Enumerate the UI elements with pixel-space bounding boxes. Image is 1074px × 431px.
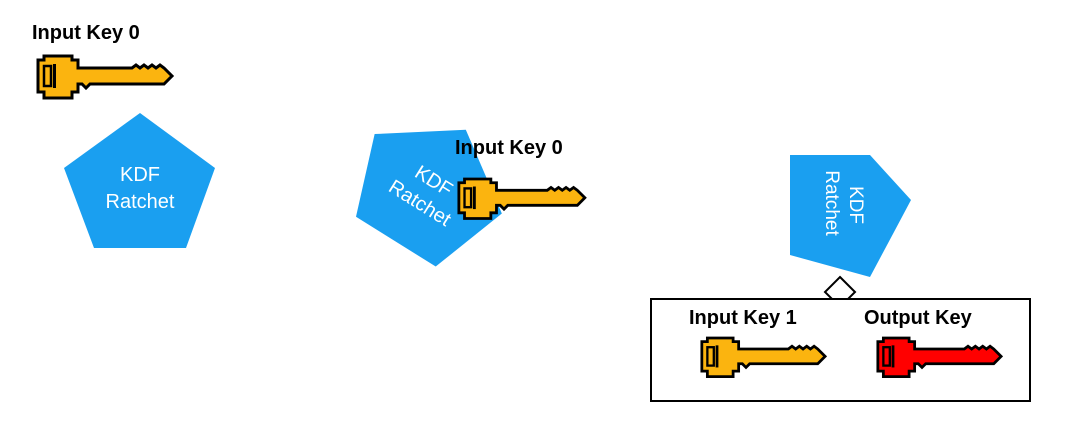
stage2-input-key-icon: [457, 177, 587, 220]
stage1-ratchet-pentagon: KDF Ratchet: [64, 113, 215, 248]
stage1-input-key-label: Input Key 0: [32, 22, 140, 44]
stage2-input-key-label: Input Key 0: [455, 137, 563, 159]
stage1-ratchet-label-line2: Ratchet: [106, 191, 175, 213]
stage1-input-key-icon: [36, 54, 174, 100]
stage3-input-key-label: Input Key 1: [689, 307, 797, 329]
stage3-ratchet-label-line1: KDF: [845, 186, 866, 224]
stage2-ratchet-pentagon: KDF Ratchet: [355, 129, 502, 267]
stage3-output-key-label: Output Key: [864, 307, 972, 329]
stage3-ratchet-pentagon: KDF Ratchet: [790, 155, 911, 277]
stage1-ratchet-label-line1: KDF: [120, 164, 160, 186]
stage3-ratchet-label-line2: Ratchet: [821, 170, 842, 236]
